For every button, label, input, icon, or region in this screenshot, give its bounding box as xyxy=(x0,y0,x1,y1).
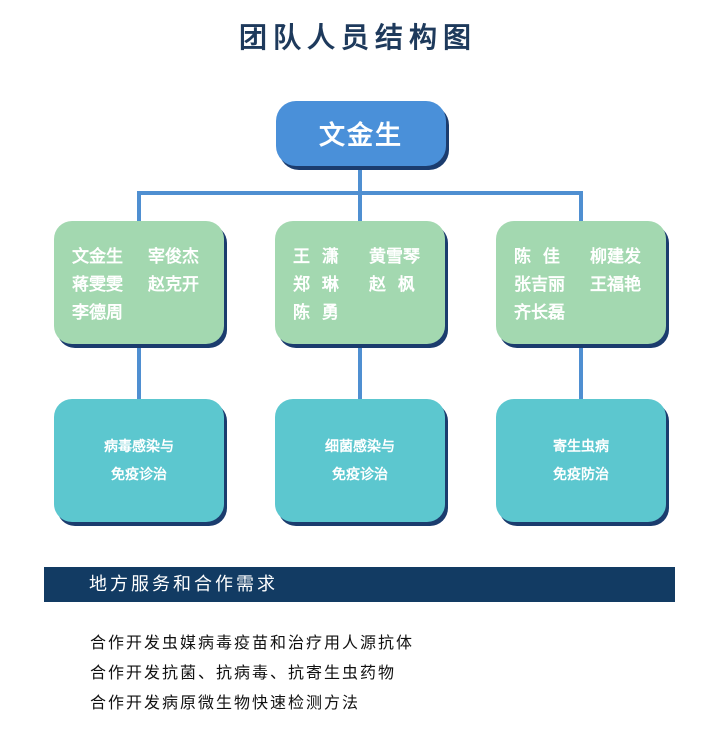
field-box-group-2: 细菌感染与 免疫诊治 xyxy=(275,399,445,522)
member-name: 陈 佳 xyxy=(514,247,560,267)
member-name: 王 潇 xyxy=(293,247,339,267)
connector-group2-field xyxy=(358,348,362,399)
member-name: 陈 勇 xyxy=(293,303,339,323)
field-box-group-3: 寄生虫病 免疫防治 xyxy=(496,399,666,522)
member-name: 蒋雯雯 xyxy=(72,275,123,295)
member-name: 文金生 xyxy=(72,247,123,267)
member-box-group-2: 王 潇 黄雪琴 郑 琳 赵 枫 陈 勇 xyxy=(275,221,445,344)
page-title: 团队人员结构图 xyxy=(238,21,477,54)
member-name: 齐长磊 xyxy=(514,303,565,323)
leader-box: 文金生 xyxy=(276,101,446,166)
member-name: 张吉丽 xyxy=(514,275,565,295)
connector-leader-down xyxy=(358,166,362,192)
field-label-line: 细菌感染与 xyxy=(325,438,395,455)
field-label-line: 免疫诊治 xyxy=(111,466,167,483)
connector-group3-field xyxy=(579,348,583,399)
field-label-line: 免疫防治 xyxy=(553,466,609,483)
member-name: 王福艳 xyxy=(590,275,641,295)
connector-group1-down xyxy=(137,191,141,221)
connector-group3-down xyxy=(579,191,583,221)
member-name: 赵克开 xyxy=(148,275,199,295)
section-heading: 地方服务和合作需求 xyxy=(44,567,675,602)
member-name: 郑 琳 xyxy=(293,275,339,295)
member-name: 宰俊杰 xyxy=(148,247,199,267)
field-label-line: 免疫诊治 xyxy=(332,466,388,483)
list-item: 合作开发抗菌、抗病毒、抗寄生虫药物 xyxy=(90,663,397,682)
connector-group2-down xyxy=(358,191,362,221)
member-box-group-1: 文金生 宰俊杰 蒋雯雯 赵克开 李德周 xyxy=(54,221,224,344)
member-name: 柳建发 xyxy=(590,247,641,267)
list-item: 合作开发虫媒病毒疫苗和治疗用人源抗体 xyxy=(90,633,415,652)
field-label-line: 病毒感染与 xyxy=(104,438,174,455)
member-name: 赵 枫 xyxy=(369,275,415,295)
field-box-group-1: 病毒感染与 免疫诊治 xyxy=(54,399,224,522)
field-label-line: 寄生虫病 xyxy=(553,438,609,455)
connector-group1-field xyxy=(137,348,141,399)
member-box-group-3: 陈 佳 柳建发 张吉丽 王福艳 齐长磊 xyxy=(496,221,666,344)
member-name: 李德周 xyxy=(72,303,123,323)
cooperation-list: 合作开发虫媒病毒疫苗和治疗用人源抗体 合作开发抗菌、抗病毒、抗寄生虫药物 合作开… xyxy=(90,628,414,718)
list-item: 合作开发病原微生物快速检测方法 xyxy=(90,693,361,712)
member-name: 黄雪琴 xyxy=(369,247,420,267)
